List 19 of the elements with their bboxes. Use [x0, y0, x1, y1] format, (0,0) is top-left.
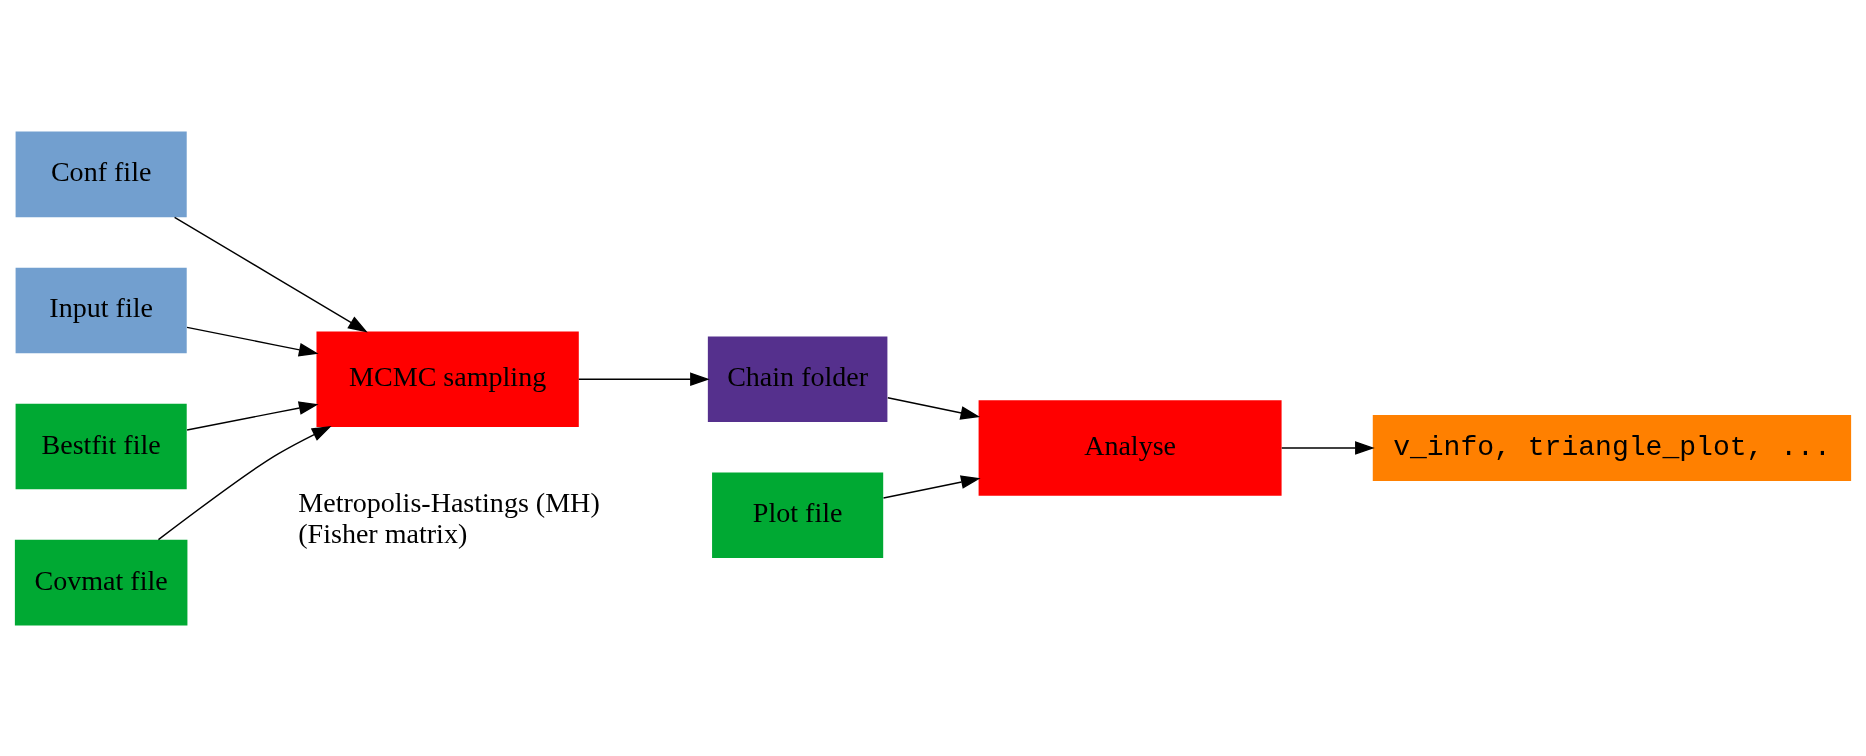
node-box: Covmat file: [14, 539, 188, 625]
node-box: v_info, triangle_plot, ...: [1372, 414, 1852, 481]
node-box: Plot file: [712, 472, 884, 558]
node-label: Metropolis-Hastings (MH): [298, 486, 600, 518]
arrow: [578, 371, 710, 386]
arrow: [1281, 440, 1375, 455]
arrow: [186, 326, 319, 357]
node-box: Conf file: [15, 131, 187, 217]
arrow: [157, 425, 332, 540]
arrow: [186, 400, 319, 431]
node-box: Bestfit file: [15, 403, 187, 489]
node-box: Chain folder: [707, 335, 888, 422]
node-box: Analyse: [978, 399, 1282, 496]
node-box: MCMC sampling: [316, 331, 579, 427]
arrow: [173, 216, 368, 332]
node-label: (Fisher matrix): [298, 517, 468, 549]
node-box: Input file: [15, 267, 187, 353]
arrow: [887, 396, 981, 420]
arrow: [882, 474, 981, 499]
